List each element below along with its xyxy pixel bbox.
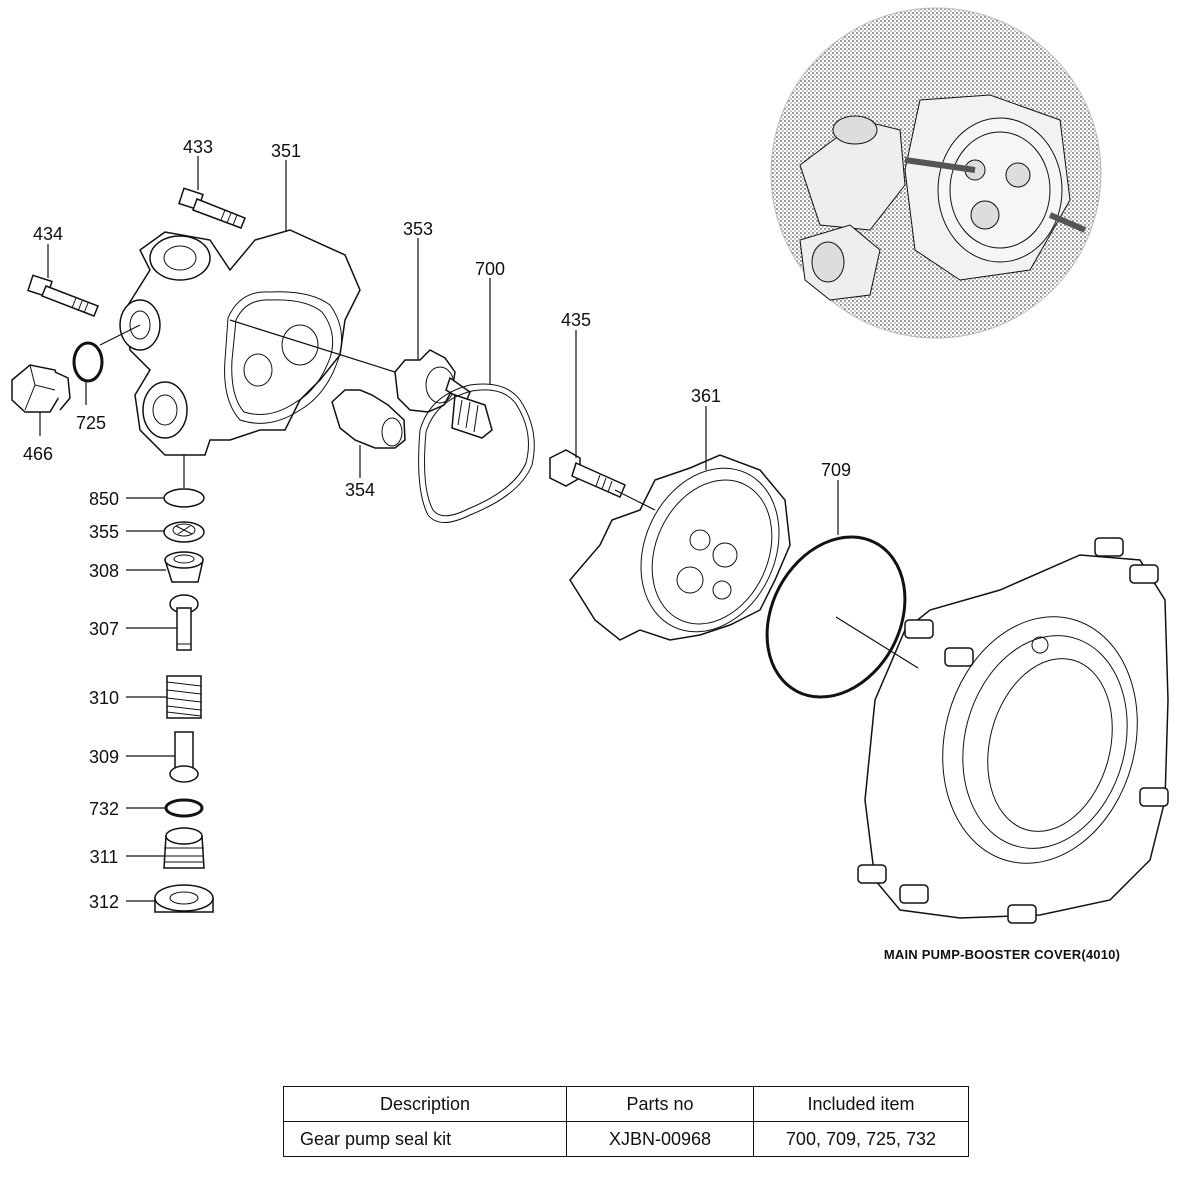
valve-stack [154,488,214,913]
label-725: 725 [76,413,106,433]
col-parts-no: Parts no [566,1086,754,1122]
diagram-caption: MAIN PUMP-BOOSTER COVER(4010) [884,947,1120,962]
label-354: 354 [345,480,375,500]
gear-354 [331,389,406,449]
label-311: 311 [90,847,119,867]
o-ring-709 [765,535,907,699]
seal-kit-table: Description Parts no Included item Gear … [283,1086,969,1157]
bolt-435 [549,449,626,498]
table-header-row: Description Parts no Included item [283,1086,969,1122]
plug-311 [163,827,205,869]
washer-312 [154,884,214,913]
col-description: Description [283,1086,567,1122]
label-309: 309 [89,747,119,767]
leader-lines [39,156,919,902]
label-307: 307 [89,619,119,639]
bolt-434 [27,274,99,317]
plunger-309 [169,731,199,783]
label-433: 433 [183,137,213,157]
gasket-700 [418,383,535,523]
label-709: 709 [821,460,851,480]
label-361: 361 [691,386,721,406]
part-labels: 433 351 434 353 700 435 466 725 361 709 … [23,137,851,912]
label-435: 435 [561,310,591,330]
label-312: 312 [89,892,119,912]
label-850: 850 [89,489,119,509]
label-466: 466 [23,444,53,464]
label-310: 310 [89,688,119,708]
seat-308 [163,551,204,583]
label-353: 353 [403,219,433,239]
cell-description: Gear pump seal kit [283,1121,567,1157]
label-351: 351 [271,141,301,161]
pump-housing-351 [119,229,361,456]
col-included-item: Included item [753,1086,969,1122]
cell-parts-no: XJBN-00968 [566,1121,754,1157]
label-732: 732 [89,799,119,819]
assembly-overview-inset [770,7,1102,339]
label-434: 434 [33,224,63,244]
label-700: 700 [475,259,505,279]
table-row: Gear pump seal kit XJBN-00968 700, 709, … [283,1121,969,1157]
plug-466 [11,364,71,413]
drive-shaft-gear [451,393,493,439]
label-355: 355 [89,522,119,542]
o-ring-725 [72,341,104,383]
o-ring-732 [164,798,204,818]
poppet-307 [169,594,199,651]
cover-361 [569,454,791,641]
spring-310 [166,675,202,719]
booster-cover-housing [857,537,1169,924]
seal-355 [163,521,205,543]
snap-ring-850 [163,488,205,508]
cell-included-item: 700, 709, 725, 732 [753,1121,969,1157]
label-308: 308 [89,561,119,581]
bolt-433 [178,187,246,229]
